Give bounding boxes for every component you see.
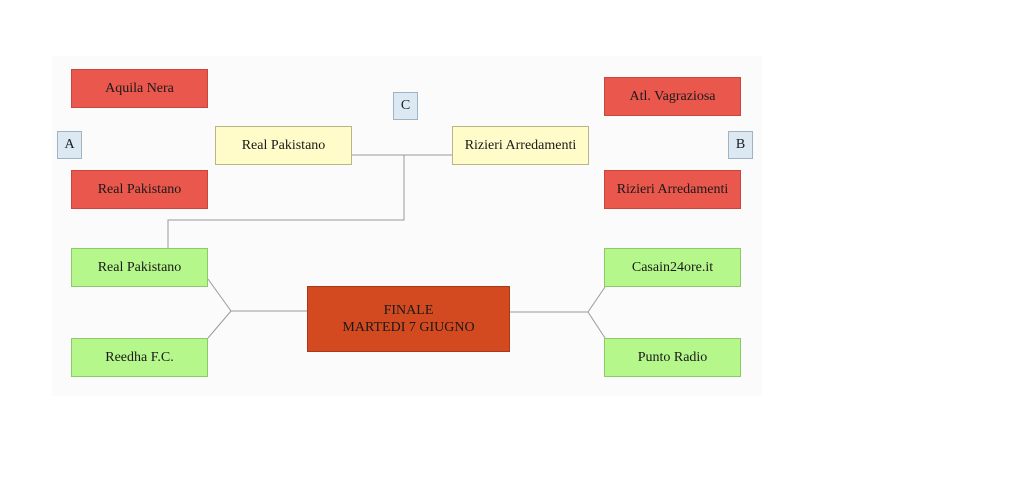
semifinal-right-team-casain24ore: Casain24ore.it xyxy=(604,248,741,287)
group-a-team-real-pakistano: Real Pakistano xyxy=(71,170,208,209)
group-c-team-real-pakistano: Real Pakistano xyxy=(215,126,352,165)
connector-right-top xyxy=(587,286,606,313)
semifinal-left-team-real-pakistano: Real Pakistano xyxy=(71,248,208,287)
final-date: MARTEDI 7 GIUGNO xyxy=(342,320,475,335)
group-c-label: C xyxy=(393,92,418,120)
final-title: FINALE xyxy=(383,303,434,318)
group-b-team-rizieri-arredamenti: Rizieri Arredamenti xyxy=(604,170,741,209)
semifinal-right-team-punto-radio: Punto Radio xyxy=(604,338,741,377)
connector-c-to-semifinal xyxy=(167,155,405,248)
group-c-team-rizieri-arredamenti: Rizieri Arredamenti xyxy=(452,126,589,165)
connector-right-bottom xyxy=(587,311,606,339)
group-b-team-atl-vagraziosa: Atl. Vagraziosa xyxy=(604,77,741,116)
final-box: FINALE MARTEDI 7 GIUGNO xyxy=(307,286,510,352)
group-a-label: A xyxy=(57,131,82,159)
semifinal-left-team-reedha-fc: Reedha F.C. xyxy=(71,338,208,377)
connector-left-top xyxy=(207,278,232,312)
connector-left-bottom xyxy=(207,310,232,339)
group-b-label: B xyxy=(728,131,753,159)
group-a-team-aquila-nera: Aquila Nera xyxy=(71,69,208,108)
